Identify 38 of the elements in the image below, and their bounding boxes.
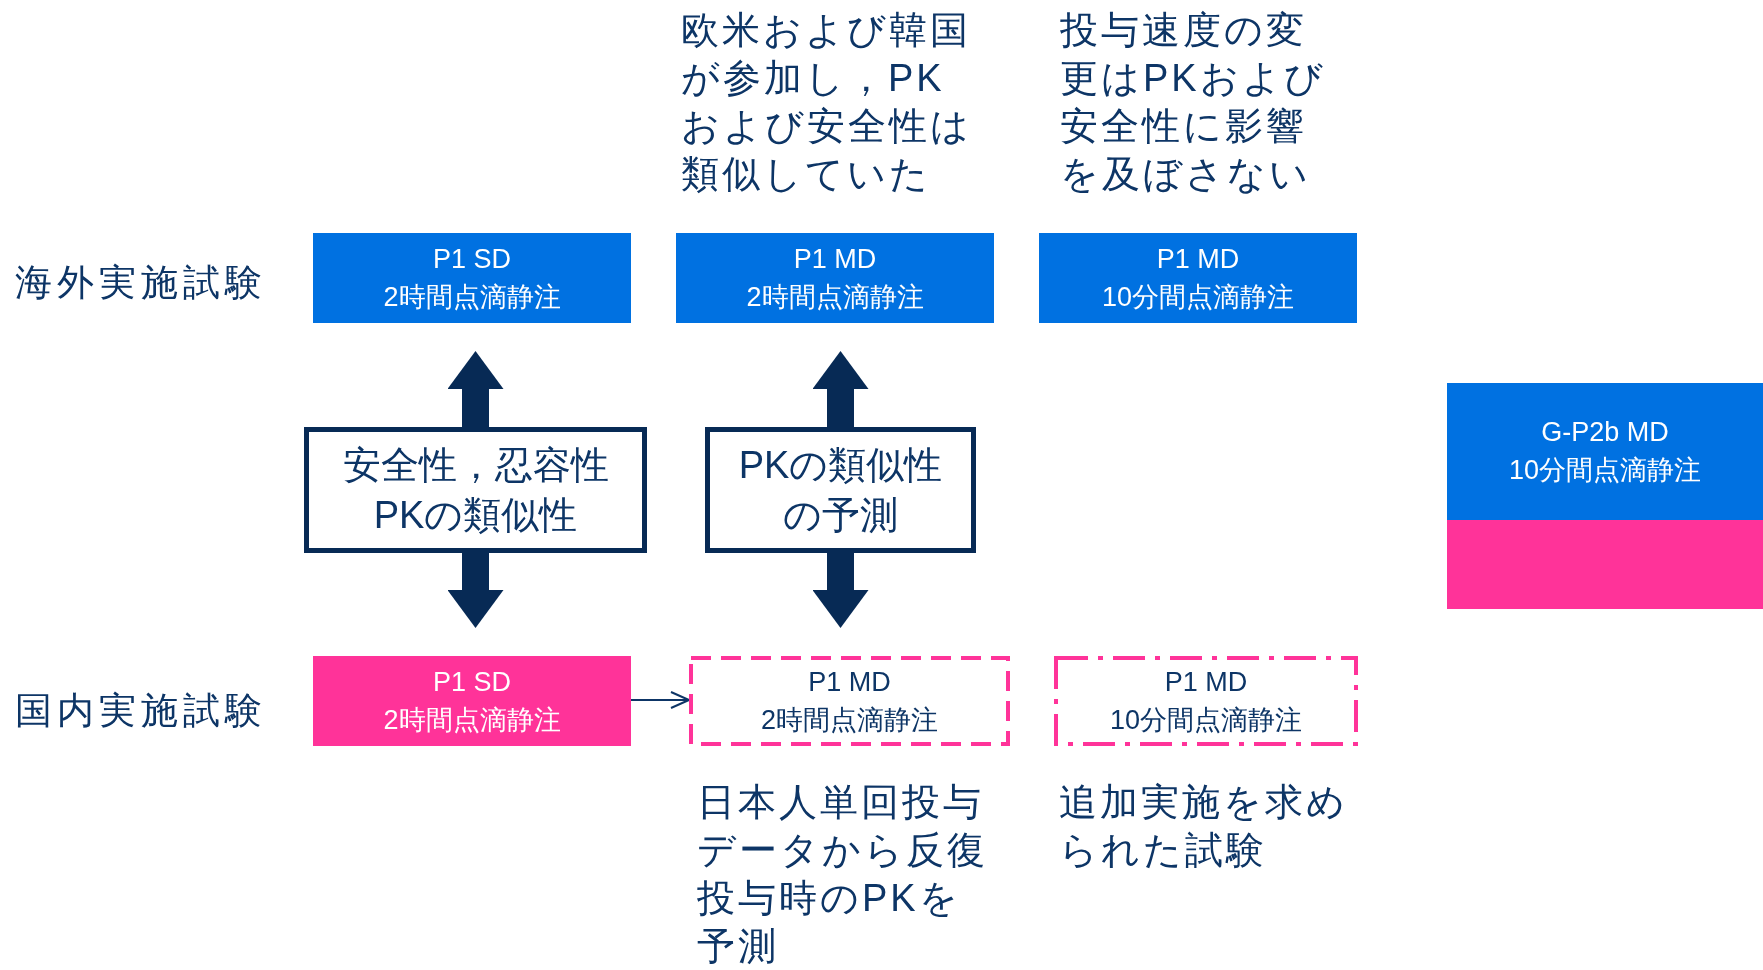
box-text: 10分間点滴静注 [1508,454,1701,487]
box-title: P1 SD [432,666,511,699]
box-title: P1 SD [432,243,511,276]
box-title: PKの類似性 [738,443,943,488]
note-text: 欧米および韓国が参加し，PKおよび安全性は類似していた [681,8,973,197]
result-box [304,427,647,553]
trial-box [1054,656,1358,746]
double-arrow [447,553,504,628]
box-text: 2時間点滴静注 [761,704,938,737]
box-title: P1 MD [1156,243,1240,276]
trial-box [1039,233,1357,323]
box-text: 10分間点滴静注 [1109,704,1302,737]
box-title: P1 MD [793,243,877,276]
box-text: 2時間点滴静注 [383,281,561,314]
note-text: 追加実施を求められた試験 [1059,780,1349,873]
trial-box [313,656,631,746]
trial-box [313,233,631,323]
box-text: PKの類似性 [373,493,578,538]
note-text: 投与速度の変更はPKおよび安全性に影響を及ぼさない [1060,8,1327,197]
trial-box [689,656,1010,746]
row-label: 海外実施試験 [15,261,267,305]
trial-box [1447,383,1763,609]
double-arrow [812,553,869,628]
box-title: P1 MD [808,666,891,699]
box-title: G-P2b MD [1541,416,1669,449]
box-title: P1 MD [1164,666,1248,699]
trial-box [676,233,994,323]
box-text: 10分間点滴静注 [1101,281,1294,314]
double-arrow [447,351,504,427]
double-arrow [812,351,869,427]
box-text: の予測 [783,493,898,538]
row-label: 国内実施試験 [15,689,267,733]
box-title: 安全性，忍容性 [342,443,609,488]
result-box [705,427,976,553]
box-text: 2時間点滴静注 [746,281,924,314]
box-text: 2時間点滴静注 [383,704,561,737]
note-text: 日本人単回投与データから反復投与時のPKを予測 [697,780,989,969]
arrow [630,691,690,709]
